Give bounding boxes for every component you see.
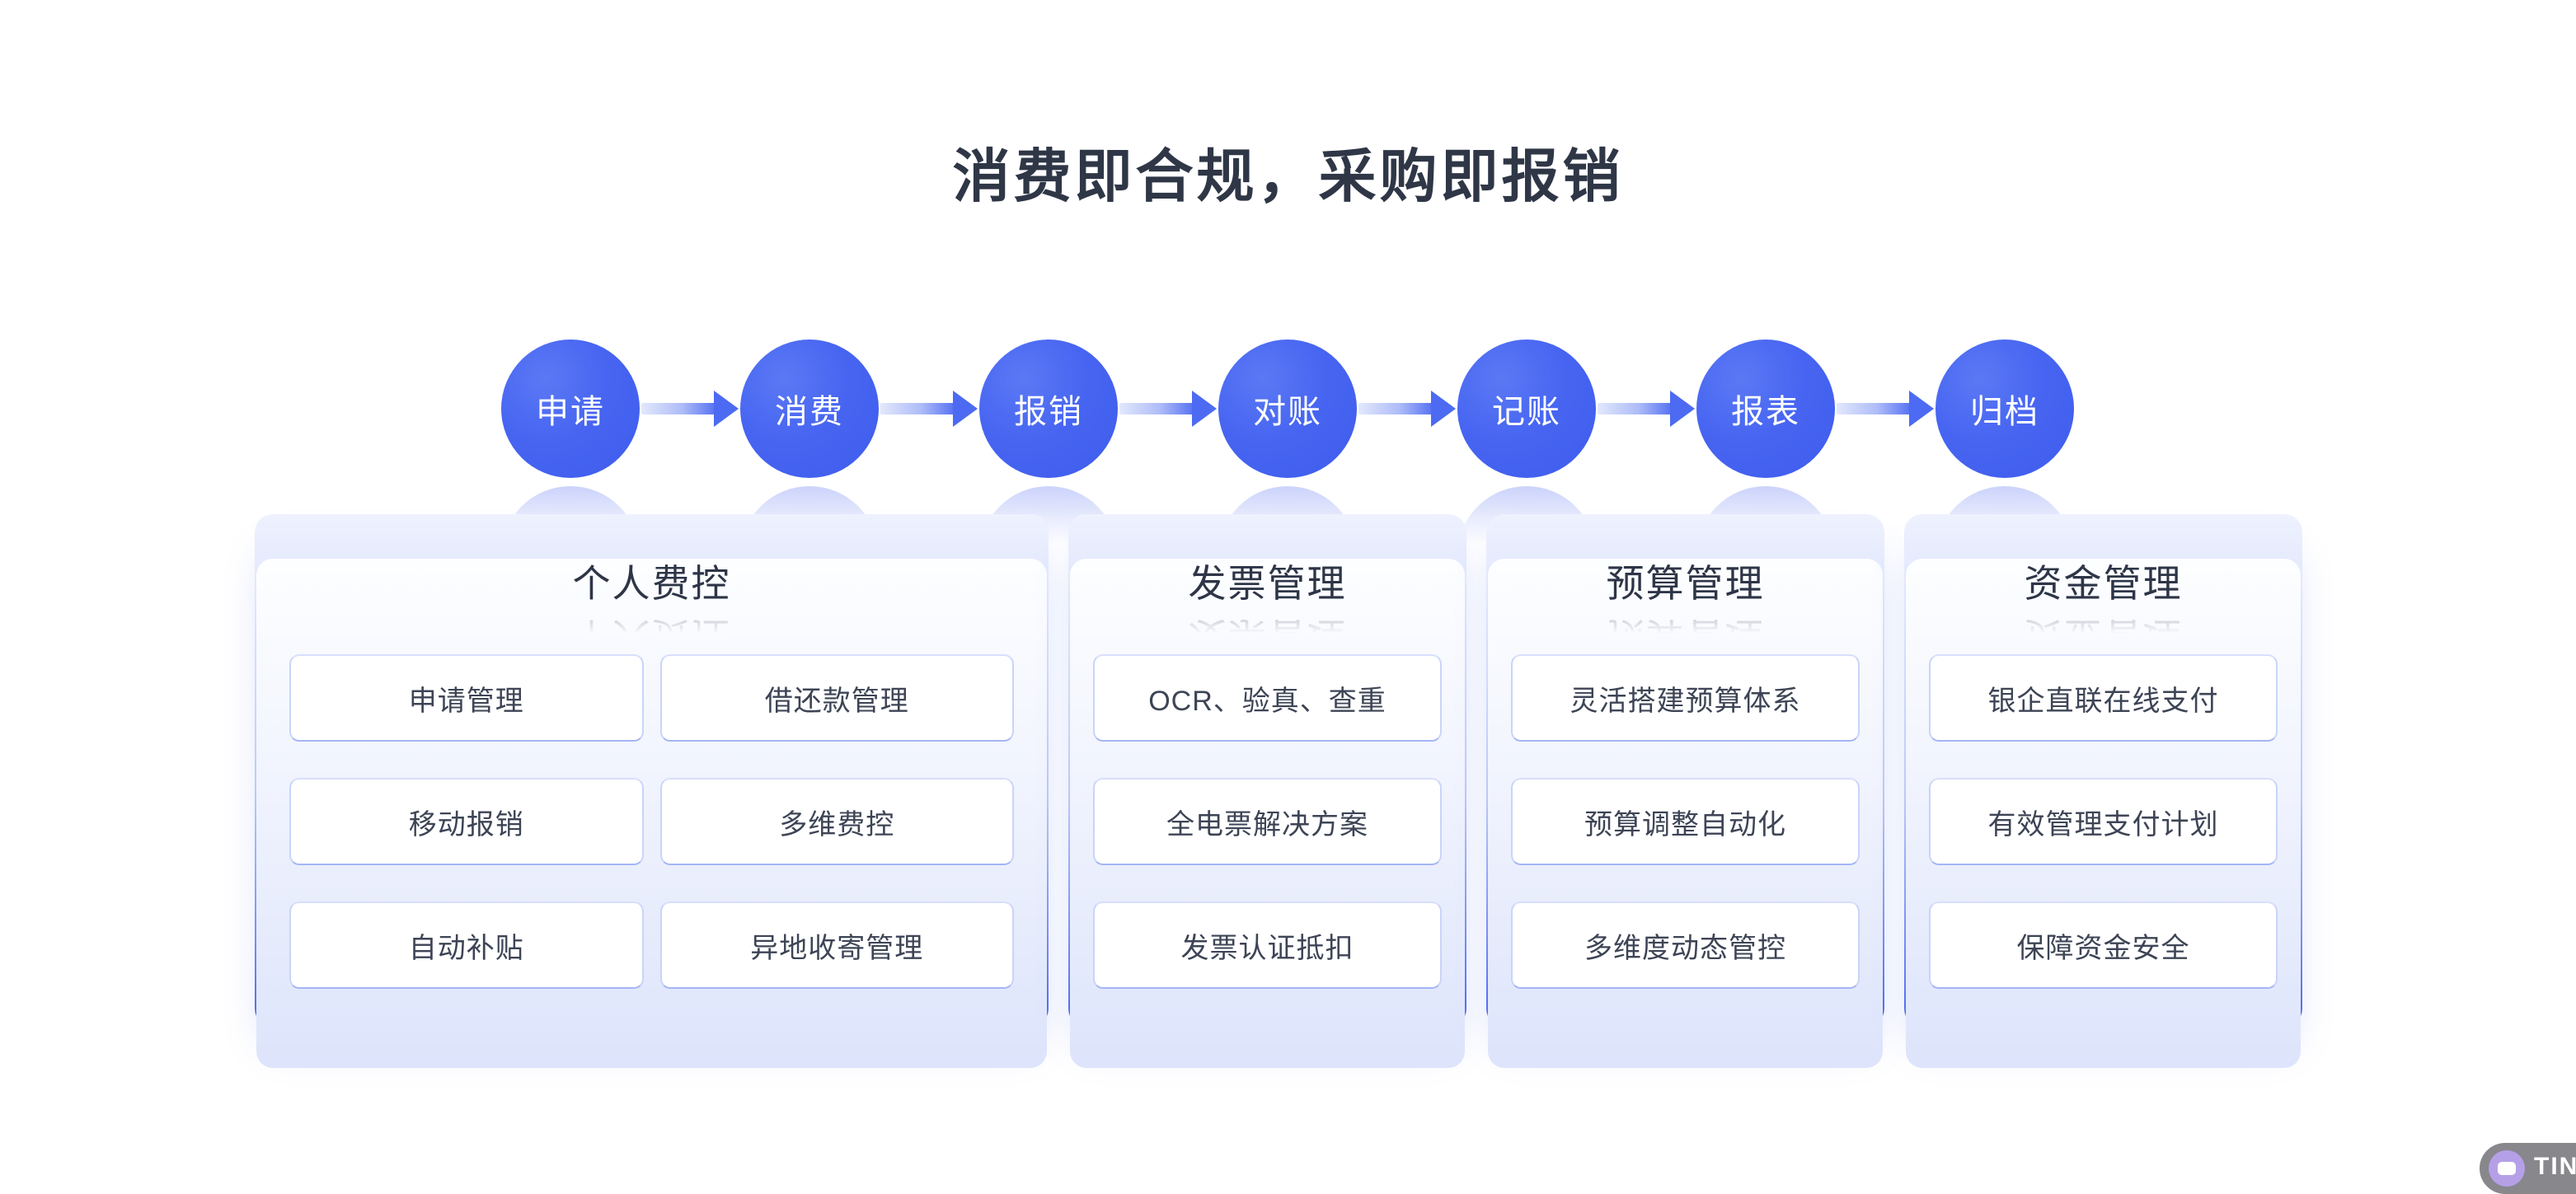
flow-step-label: 申请 <box>536 394 605 430</box>
card-body: 资金管理 银企直联在线支付 有效管理支付计划 保障资金安全 <box>1906 559 2301 1068</box>
feature-cards-row: 个人费控 申请管理 借还款管理 移动报销 多维费控 自动补贴 异地收寄管理 发票… <box>255 514 2302 1068</box>
flow-step-label: 报表 <box>1731 394 1800 430</box>
flow-step-label: 记账 <box>1492 394 1561 430</box>
card-title: 个人费控 <box>572 562 731 605</box>
card-body: 预算管理 灵活搭建预算体系 预算调整自动化 多维度动态管控 <box>1488 559 1883 1068</box>
arrow-head-icon <box>953 391 978 427</box>
arrow-shaft <box>1837 403 1911 414</box>
arrow-head-icon <box>714 391 739 427</box>
feature-item: 全电票解决方案 <box>1093 778 1442 865</box>
arrow-shaft <box>1119 403 1194 414</box>
card-items: 银企直联在线支付 有效管理支付计划 保障资金安全 <box>1929 654 2278 989</box>
flow-arrow <box>1118 339 1218 478</box>
feature-item: 多维费控 <box>659 778 1014 865</box>
watermark-badge: TIN <box>2480 1143 2576 1194</box>
card-body: 发票管理 OCR、验真、查重 全电票解决方案 发票认证抵扣 <box>1070 559 1465 1068</box>
feature-card-funds: 资金管理 银企直联在线支付 有效管理支付计划 保障资金安全 <box>1904 514 2302 1068</box>
feature-item: OCR、验真、查重 <box>1093 654 1442 742</box>
card-items: 申请管理 借还款管理 移动报销 多维费控 自动补贴 异地收寄管理 <box>289 654 1014 989</box>
feature-item: 借还款管理 <box>659 654 1014 742</box>
feature-item: 预算调整自动化 <box>1511 778 1860 865</box>
arrow-shaft <box>1358 403 1433 414</box>
card-items: OCR、验真、查重 全电票解决方案 发票认证抵扣 <box>1093 654 1442 989</box>
card-items: 灵活搭建预算体系 预算调整自动化 多维度动态管控 <box>1511 654 1860 989</box>
feature-item: 灵活搭建预算体系 <box>1511 654 1860 742</box>
card-title: 预算管理 <box>1606 562 1765 605</box>
feature-card-invoice: 发票管理 OCR、验真、查重 全电票解决方案 发票认证抵扣 <box>1068 514 1466 1068</box>
card-body: 个人费控 申请管理 借还款管理 移动报销 多维费控 自动补贴 异地收寄管理 <box>256 559 1047 1068</box>
flow-step-label: 报销 <box>1014 394 1083 430</box>
feature-item: 保障资金安全 <box>1929 901 2278 989</box>
flow-arrow <box>1835 339 1936 478</box>
card-title: 发票管理 <box>1188 562 1347 605</box>
flow-arrow <box>640 339 740 478</box>
watermark-circle <box>2489 1150 2525 1187</box>
feature-card-budget: 预算管理 灵活搭建预算体系 预算调整自动化 多维度动态管控 <box>1486 514 1884 1068</box>
flow-step-archive: 归档 <box>1936 339 2074 478</box>
flow-arrow <box>879 339 979 478</box>
flow-diagram: 申请 消费 报销 对账 记账 报表 归档 <box>501 339 2074 478</box>
arrow-shaft <box>880 403 955 414</box>
flow-step-consume: 消费 <box>740 339 879 478</box>
flow-step-report: 报表 <box>1696 339 1835 478</box>
flow-step-label: 消费 <box>775 394 844 430</box>
feature-item: 异地收寄管理 <box>659 901 1014 989</box>
flow-step-reimburse: 报销 <box>979 339 1118 478</box>
feature-item: 移动报销 <box>289 778 644 865</box>
arrow-shaft <box>1598 403 1672 414</box>
flow-arrow <box>1596 339 1696 478</box>
flow-arrow <box>1357 339 1457 478</box>
flow-step-apply: 申请 <box>501 339 640 478</box>
arrow-head-icon <box>1670 391 1695 427</box>
arrow-head-icon <box>1192 391 1217 427</box>
arrow-head-icon <box>1909 391 1934 427</box>
feature-card-personal-expense: 个人费控 申请管理 借还款管理 移动报销 多维费控 自动补贴 异地收寄管理 <box>255 514 1049 1068</box>
arrow-head-icon <box>1431 391 1456 427</box>
watermark-icon <box>2498 1162 2516 1175</box>
feature-item: 银企直联在线支付 <box>1929 654 2278 742</box>
card-title: 资金管理 <box>2024 562 2183 605</box>
watermark-label: TIN <box>2534 1153 2576 1180</box>
flow-step-reconcile: 对账 <box>1218 339 1357 478</box>
flow-step-bookkeep: 记账 <box>1457 339 1596 478</box>
page-title: 消费即合规，采购即报销 <box>952 144 1624 208</box>
feature-item: 发票认证抵扣 <box>1093 901 1442 989</box>
feature-item: 有效管理支付计划 <box>1929 778 2278 865</box>
feature-item: 多维度动态管控 <box>1511 901 1860 989</box>
feature-item: 申请管理 <box>289 654 644 742</box>
arrow-shaft <box>641 403 716 414</box>
flow-step-label: 归档 <box>1970 394 2039 430</box>
flow-step-label: 对账 <box>1253 394 1322 430</box>
feature-item: 自动补贴 <box>289 901 644 989</box>
